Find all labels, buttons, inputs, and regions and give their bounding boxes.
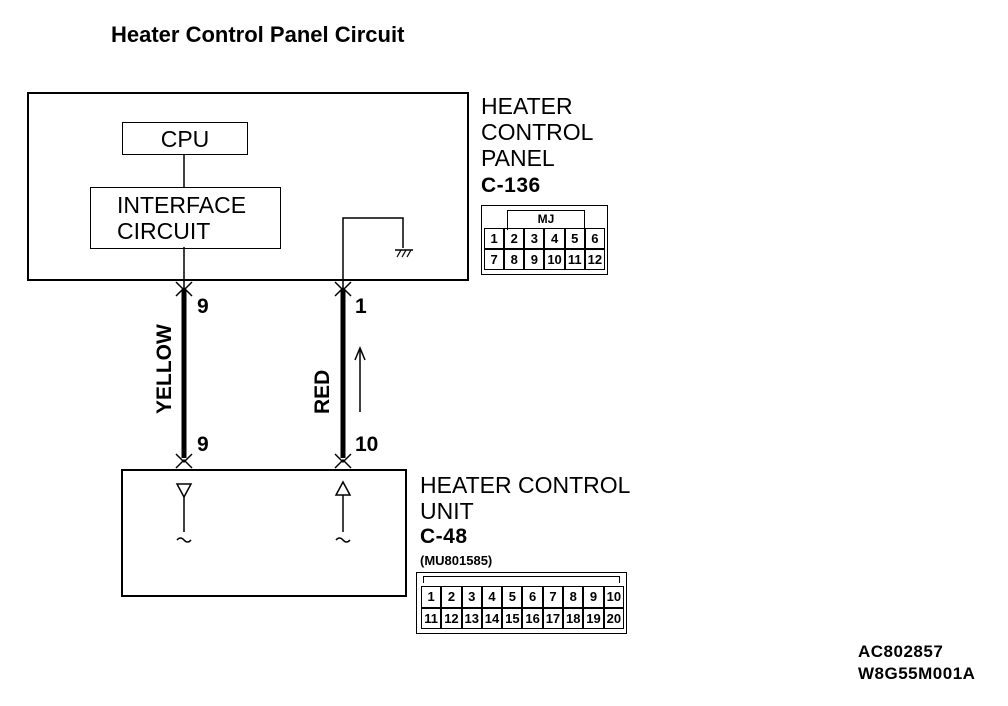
unit-name-2: UNIT: [420, 498, 474, 524]
pin-cell: 9: [583, 586, 604, 608]
pin-cell: 12: [584, 249, 605, 270]
red-pin-top: 1: [355, 295, 367, 318]
pin-cell: 9: [524, 249, 545, 270]
pin-cell: 8: [504, 249, 525, 270]
unit-box: [121, 469, 407, 597]
pin-cell: 2: [504, 228, 525, 249]
pin-cell: 1: [421, 586, 442, 608]
pin-cell: 20: [603, 607, 624, 629]
figure-code-1: AC802857: [858, 642, 944, 661]
pin-cell: 1: [484, 228, 505, 249]
pin-cell: 3: [461, 586, 482, 608]
pin-cell: 5: [564, 228, 585, 249]
pin-cell: 17: [542, 607, 564, 629]
cpu-label: CPU: [160, 125, 210, 152]
pin-cell: 11: [421, 607, 442, 629]
panel-name-2: CONTROL: [481, 119, 594, 145]
red-wire-label: RED: [311, 369, 334, 414]
interface-label-2: CIRCUIT: [117, 218, 211, 244]
pin-cell: 14: [481, 607, 503, 629]
pin-cell: 10: [603, 586, 624, 608]
pin-cell: 7: [484, 249, 505, 270]
red-pin-bottom: 10: [355, 433, 379, 456]
pin-cell: 13: [461, 607, 482, 629]
unit-name-1: HEATER CONTROL: [420, 472, 631, 498]
interface-label-1: INTERFACE: [117, 192, 247, 218]
c136-tag: MJ: [537, 212, 555, 226]
unit-part-number: (MU801585): [420, 553, 493, 568]
figure-code-2: W8G55M001A: [858, 664, 976, 683]
pin-cell: 8: [563, 586, 584, 608]
panel-name: HEATER CONTROL PANEL: [481, 93, 593, 171]
pin-cell: 4: [544, 228, 565, 249]
cpu-box: CPU: [122, 122, 248, 155]
diagram-title: Heater Control Panel Circuit: [111, 22, 405, 47]
panel-box: [27, 92, 469, 281]
pin-cell: 2: [441, 586, 462, 608]
pin-cell: 19: [583, 607, 604, 629]
pin-cell: 5: [502, 586, 523, 608]
yellow-pin-bottom: 9: [197, 433, 209, 456]
panel-name-3: PANEL: [481, 145, 555, 171]
panel-name-1: HEATER: [481, 93, 573, 119]
yellow-pin-top: 9: [197, 295, 209, 318]
pin-cell: 10: [544, 249, 565, 270]
unit-name: HEATER CONTROL UNIT: [420, 472, 630, 524]
pin-cell: 6: [584, 228, 605, 249]
pin-cell: 3: [524, 228, 545, 249]
yellow-wire-label: YELLOW: [153, 324, 176, 414]
pin-cell: 18: [563, 607, 584, 629]
pin-cell: 16: [522, 607, 543, 629]
interface-circuit-box: INTERFACE CIRCUIT: [90, 187, 281, 249]
pin-cell: 6: [522, 586, 543, 608]
pin-cell: 15: [502, 607, 523, 629]
pin-cell: 4: [481, 586, 503, 608]
panel-connector-id: C-136: [481, 174, 541, 197]
pin-cell: 11: [564, 249, 585, 270]
pin-cell: 12: [441, 607, 462, 629]
pin-cell: 7: [542, 586, 564, 608]
unit-connector-id: C-48: [420, 525, 468, 548]
ground-line: [342, 217, 404, 290]
